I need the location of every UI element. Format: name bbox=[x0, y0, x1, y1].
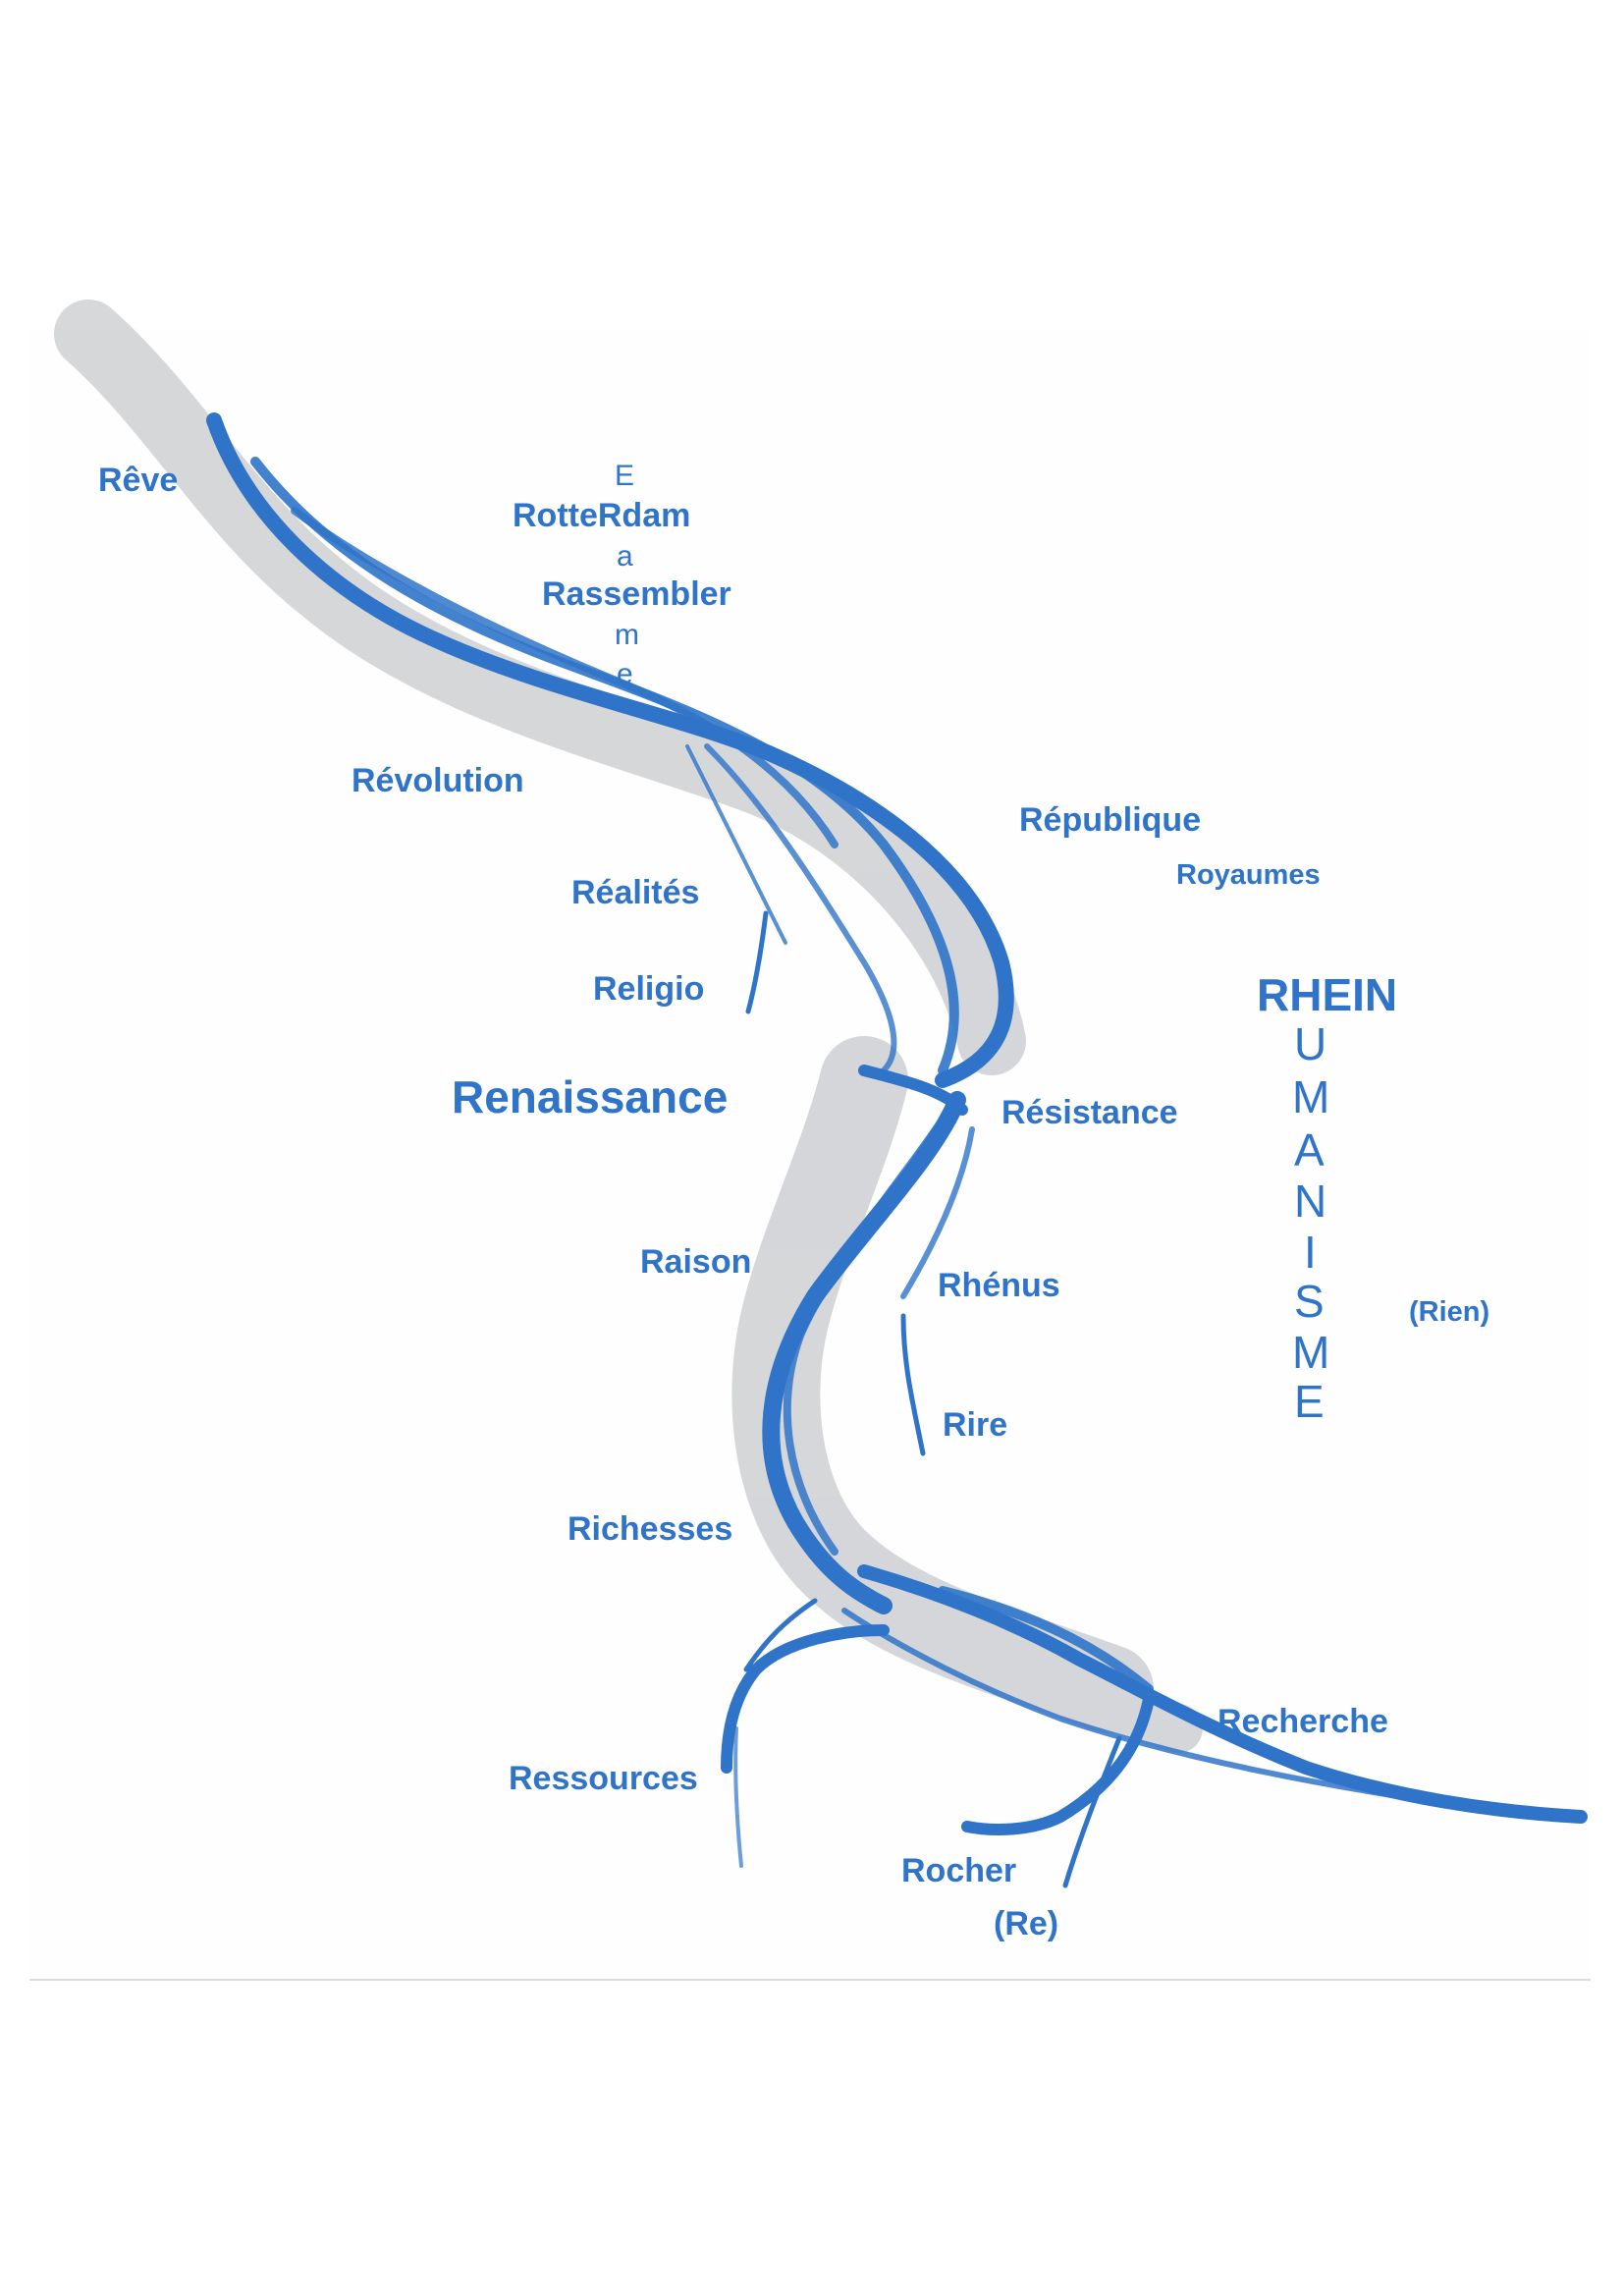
word-renaissance: Renaissance bbox=[452, 1071, 729, 1122]
erasme-letter-e: E bbox=[615, 460, 635, 492]
word-reve: Rêve bbox=[98, 462, 179, 499]
word-republique: République bbox=[1019, 801, 1202, 839]
humanisme-letter-u: U bbox=[1294, 1018, 1327, 1069]
erasme-letter-e2: e bbox=[617, 658, 633, 690]
drawing-panel bbox=[29, 329, 1591, 1981]
word-realites: Réalités bbox=[571, 874, 700, 911]
erasme-letter-m: m bbox=[615, 619, 639, 651]
word-rhein: RHEIN bbox=[1257, 969, 1398, 1020]
word-resistance: Résistance bbox=[1001, 1094, 1178, 1131]
word-rien: (Rien) bbox=[1409, 1296, 1490, 1328]
erasme-letter-a: a bbox=[617, 540, 633, 573]
river-strokes bbox=[206, 412, 1588, 1888]
word-rhenus: Rhénus bbox=[938, 1267, 1060, 1304]
word-recherche: Recherche bbox=[1217, 1703, 1388, 1740]
word-religio: Religio bbox=[593, 970, 705, 1008]
word-rotterdam: RotteRdam bbox=[513, 497, 691, 534]
word-richesses: Richesses bbox=[568, 1510, 733, 1548]
humanisme-letter-m: M bbox=[1292, 1071, 1330, 1122]
humanisme-letter-s: S bbox=[1294, 1276, 1325, 1327]
word-ressources: Ressources bbox=[509, 1760, 698, 1797]
word-re: (Re) bbox=[994, 1905, 1059, 1942]
humanisme-letter-n: N bbox=[1294, 1175, 1327, 1227]
humanisme-letter-a: A bbox=[1294, 1124, 1325, 1175]
humanisme-letter-m2: M bbox=[1292, 1327, 1330, 1378]
humanisme-letter-e: E bbox=[1294, 1376, 1325, 1427]
word-rire: Rire bbox=[943, 1406, 1008, 1444]
word-raison: Raison bbox=[640, 1243, 752, 1281]
humanisme-letter-i: I bbox=[1304, 1227, 1317, 1278]
word-rassembler: Rassembler bbox=[542, 575, 731, 613]
word-royaumes: Royaumes bbox=[1176, 859, 1321, 891]
word-revolution: Révolution bbox=[352, 762, 524, 799]
word-rocher: Rocher bbox=[901, 1852, 1017, 1889]
